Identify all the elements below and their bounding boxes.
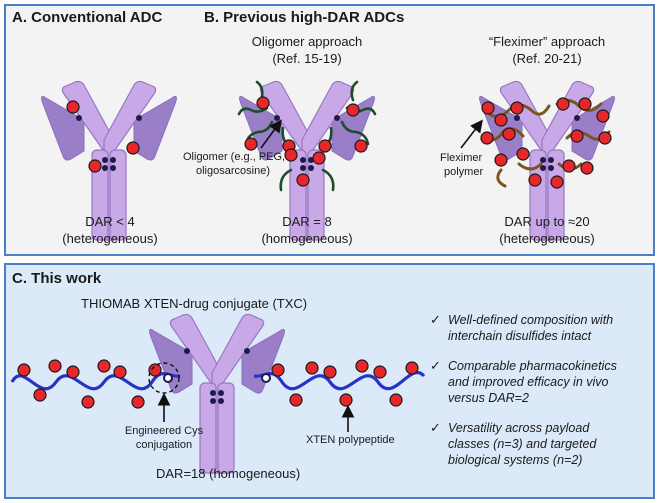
xten-left (10, 359, 181, 409)
xten-right (253, 359, 426, 407)
advantage-3-line1: Versatility across payload (448, 421, 590, 435)
fleximer-dar-note: (heterogeneous) (499, 231, 595, 246)
panel-b-title: B. Previous high-DAR ADCs (204, 9, 405, 26)
advantage-2-line3: versus DAR=2 (448, 391, 529, 405)
fleximer-ref-label: (Ref. 20-21) (512, 51, 582, 66)
txc-subtitle: THIOMAB XTEN-drug conjugate (TXC) (81, 296, 308, 311)
panel-a-dar: DAR < 4 (85, 214, 135, 229)
advantage-3-line2: classes (n=3) and targeted (448, 437, 597, 451)
advantage-1-line2: interchain disulfides intact (448, 329, 592, 343)
cys-label-line2: conjugation (135, 439, 193, 451)
oligomer-dar-note: (homogeneous) (261, 231, 353, 246)
advantage-2-line1: Comparable pharmacokinetics (448, 359, 617, 373)
oligomer-arrow (260, 119, 282, 149)
oligomer-callout-line1: Oligomer (e.g., PEG, (183, 151, 286, 163)
advantage-1-line1: Well-defined composition with (448, 313, 614, 327)
check-icon: ✓ (430, 358, 441, 373)
advantages-list: ✓ Well-defined composition with intercha… (430, 312, 650, 482)
antibody-fleximer (478, 80, 616, 241)
advantage-item: ✓ Well-defined composition with intercha… (430, 312, 650, 344)
cys-label-line1: Engineered Cys (124, 425, 204, 437)
panel-a-dar-note: (heterogeneous) (62, 231, 158, 246)
oligomer-approach-label: Oligomer approach (251, 34, 363, 49)
panel-a-title: A. Conventional ADC (12, 9, 163, 26)
advantage-2-line2: and improved efficacy in vivo (448, 375, 609, 389)
check-icon: ✓ (430, 312, 441, 327)
xten-label: XTEN polypeptide (306, 434, 395, 446)
advantage-3-line3: biological systems (n=2) (448, 453, 583, 467)
oligomer-ref-label: (Ref. 15-19) (272, 51, 342, 66)
txc-dar: DAR=18 (homogeneous) (156, 466, 301, 481)
advantage-item: ✓ Versatility across payload classes (n=… (430, 420, 650, 468)
fleximer-approach-label: “Fleximer” approach (488, 34, 606, 49)
oligomer-callout-line2: oligosarcosine) (196, 165, 270, 177)
fleximer-arrow (460, 119, 483, 149)
fleximer-dar: DAR up to ≈20 (504, 214, 590, 229)
antibody-conventional (40, 80, 178, 241)
oligomer-dar: DAR = 8 (282, 214, 332, 229)
advantage-item: ✓ Comparable pharmacokinetics and improv… (430, 358, 650, 406)
check-icon: ✓ (430, 420, 441, 435)
antibody-oligomer (237, 80, 377, 241)
panel-c-title: C. This work (12, 270, 102, 287)
fleximer-callout-line2: polymer (444, 166, 484, 178)
fleximer-callout-line1: Fleximer (440, 152, 483, 164)
